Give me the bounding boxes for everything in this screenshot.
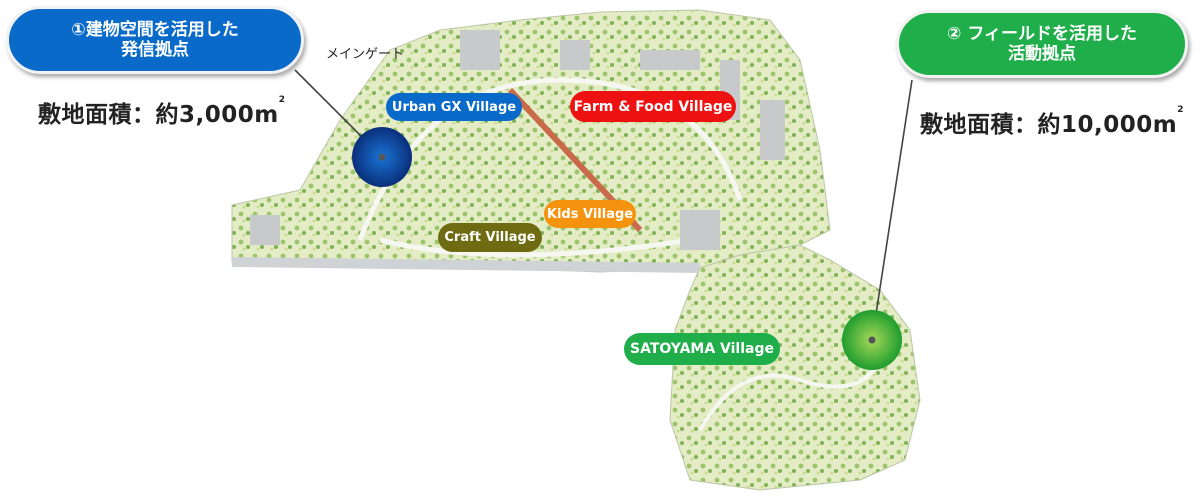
- callout-field-hub: ② フィールドを活用した 活動拠点: [896, 10, 1188, 78]
- village-farm-food: Farm & Food Village: [570, 91, 736, 122]
- callout-number: ②: [947, 23, 962, 44]
- village-craft: Craft Village: [438, 223, 542, 252]
- callout-building-hub: ①建物空間を活用した 発信拠点: [6, 6, 304, 74]
- village-urban-gx: Urban GX Village: [386, 93, 522, 121]
- area-label-building-hub: 敷地面積：約3,000m2: [38, 95, 286, 128]
- callout-line2: 発信拠点: [121, 40, 189, 60]
- callout-line2: 活動拠点: [1008, 44, 1076, 64]
- callout-line1: フィールドを活用した: [967, 23, 1137, 44]
- main-gate-label: メインゲート: [326, 47, 405, 62]
- callout-line1: 建物空間を活用した: [85, 19, 239, 40]
- callout-number: ①: [71, 19, 86, 40]
- village-kids: Kids Village: [544, 200, 636, 228]
- area-label-field-hub: 敷地面積：約10,000m2: [920, 105, 1184, 138]
- village-satoyama: SATOYAMA Village: [624, 333, 780, 365]
